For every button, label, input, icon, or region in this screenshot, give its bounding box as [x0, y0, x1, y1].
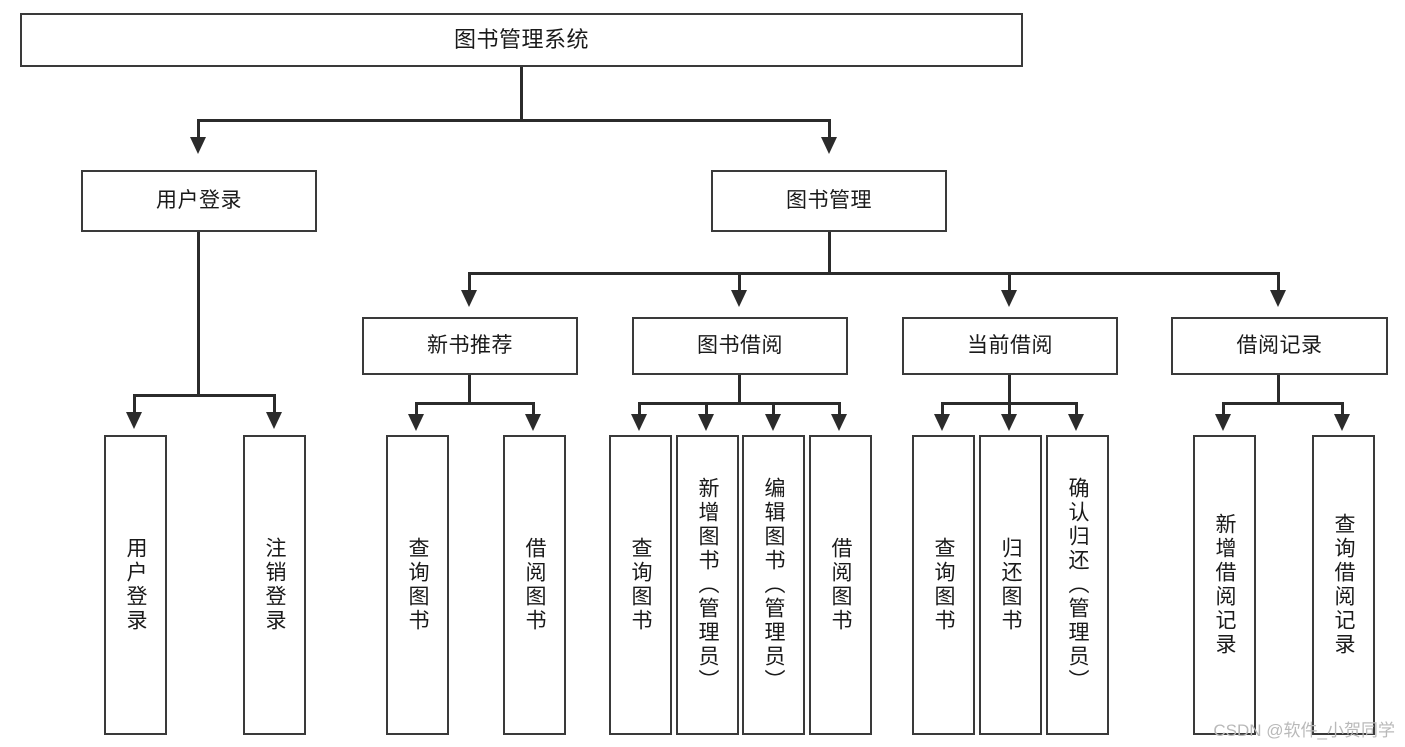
node-user-login[interactable]: 用户登录 — [81, 170, 317, 232]
connector-level3-drop-3 — [1008, 272, 1011, 290]
leaf-label: 编辑图书（管理员） — [762, 477, 785, 693]
leaf-label: 借阅图书 — [523, 537, 546, 633]
arrow-to-borrow-records — [1270, 290, 1286, 307]
arrow-to-leaf-query-book-3 — [934, 414, 950, 431]
connector-borrow-stem — [738, 375, 741, 402]
node-label: 新书推荐 — [427, 333, 513, 357]
arrow-to-leaf-query-book-2 — [631, 414, 647, 431]
leaf-return-book[interactable]: 归还图书 — [979, 435, 1042, 735]
arrow-to-leaf-confirm-return — [1068, 414, 1084, 431]
node-label: 用户登录 — [156, 188, 242, 212]
connector-level3-drop-2 — [738, 272, 741, 290]
leaf-borrow-book[interactable]: 借阅图书 — [809, 435, 872, 735]
connector-borrow-drop-3 — [772, 402, 775, 414]
node-current-borrow[interactable]: 当前借阅 — [902, 317, 1118, 375]
connector-borrow-drop-2 — [705, 402, 708, 414]
connector-records-drop-2 — [1341, 402, 1344, 414]
connector-level2-drop-right — [828, 119, 831, 137]
node-new-book-recommend[interactable]: 新书推荐 — [362, 317, 578, 375]
leaf-query-book-current[interactable]: 查询图书 — [912, 435, 975, 735]
connector-book-management-stem — [828, 232, 831, 272]
node-borrow-records[interactable]: 借阅记录 — [1171, 317, 1388, 375]
connector-borrow-drop-4 — [838, 402, 841, 414]
connector-level3-drop-1 — [468, 272, 471, 290]
arrow-to-leaf-query-book-1 — [408, 414, 424, 431]
connector-current-drop-1 — [941, 402, 944, 414]
connector-current-drop-3 — [1075, 402, 1078, 414]
node-label: 图书管理系统 — [453, 27, 589, 53]
arrow-to-leaf-borrow-book-1 — [525, 414, 541, 431]
leaf-confirm-return-admin[interactable]: 确认归还（管理员） — [1046, 435, 1109, 735]
node-root-system[interactable]: 图书管理系统 — [20, 13, 1023, 67]
node-label: 图书管理 — [786, 188, 872, 212]
arrow-to-leaf-add-book — [698, 414, 714, 431]
connector-current-drop-2 — [1008, 402, 1011, 414]
leaf-query-book-borrow[interactable]: 查询图书 — [609, 435, 672, 735]
leaf-label: 查询图书 — [932, 537, 955, 633]
node-label: 借阅记录 — [1236, 333, 1323, 357]
connector-level3-drop-4 — [1277, 272, 1280, 290]
leaf-logout[interactable]: 注销登录 — [243, 435, 306, 735]
leaf-borrow-book-recommend[interactable]: 借阅图书 — [503, 435, 566, 735]
arrow-to-user-login — [190, 137, 206, 154]
arrow-to-book-borrow — [731, 290, 747, 307]
connector-borrow-bus — [638, 402, 841, 405]
connector-level2-bus — [197, 119, 831, 122]
leaf-query-book-recommend[interactable]: 查询图书 — [386, 435, 449, 735]
leaf-label: 查询图书 — [629, 537, 652, 633]
arrow-to-current-borrow — [1001, 290, 1017, 307]
connector-recommend-stem — [468, 375, 471, 402]
leaf-label: 注销登录 — [263, 537, 286, 633]
connector-user-login-bus — [133, 394, 276, 397]
connector-records-drop-1 — [1222, 402, 1225, 414]
connector-level2-drop-left — [197, 119, 200, 137]
leaf-edit-book-admin[interactable]: 编辑图书（管理员） — [742, 435, 805, 735]
connector-recommend-drop-1 — [415, 402, 418, 414]
leaf-add-book-admin[interactable]: 新增图书（管理员） — [676, 435, 739, 735]
leaf-label: 新增图书（管理员） — [696, 477, 719, 693]
connector-recommend-bus — [415, 402, 535, 405]
leaf-label: 确认归还（管理员） — [1066, 477, 1089, 693]
leaf-label: 查询借阅记录 — [1332, 513, 1355, 657]
connector-level3-bus — [468, 272, 1280, 275]
leaf-label: 查询图书 — [406, 537, 429, 633]
connector-borrow-drop-1 — [638, 402, 641, 414]
connector-records-stem — [1277, 375, 1280, 402]
arrow-to-leaf-add-record — [1215, 414, 1231, 431]
arrow-to-leaf-user-login — [126, 412, 142, 429]
connector-records-bus — [1222, 402, 1344, 405]
node-book-management[interactable]: 图书管理 — [711, 170, 947, 232]
arrow-to-leaf-edit-book — [765, 414, 781, 431]
arrow-to-leaf-query-record — [1334, 414, 1350, 431]
connector-user-login-stem — [197, 232, 200, 394]
leaf-label: 用户登录 — [124, 537, 147, 633]
connector-current-stem — [1008, 375, 1011, 402]
leaf-label: 归还图书 — [999, 537, 1022, 633]
arrow-to-new-book-recommend — [461, 290, 477, 307]
connector-root-stem — [520, 67, 523, 119]
arrow-to-book-management — [821, 137, 837, 154]
leaf-query-borrow-record[interactable]: 查询借阅记录 — [1312, 435, 1375, 735]
arrow-to-leaf-borrow-book-2 — [831, 414, 847, 431]
leaf-add-borrow-record[interactable]: 新增借阅记录 — [1193, 435, 1256, 735]
node-label: 图书借阅 — [697, 333, 783, 357]
leaf-label: 借阅图书 — [829, 537, 852, 633]
node-label: 当前借阅 — [967, 333, 1053, 357]
node-book-borrow[interactable]: 图书借阅 — [632, 317, 848, 375]
connector-user-login-drop-2 — [273, 394, 276, 412]
arrow-to-leaf-logout — [266, 412, 282, 429]
arrow-to-leaf-return-book — [1001, 414, 1017, 431]
leaf-user-login[interactable]: 用户登录 — [104, 435, 167, 735]
leaf-label: 新增借阅记录 — [1213, 513, 1236, 657]
connector-user-login-drop-1 — [133, 394, 136, 412]
connector-recommend-drop-2 — [532, 402, 535, 414]
